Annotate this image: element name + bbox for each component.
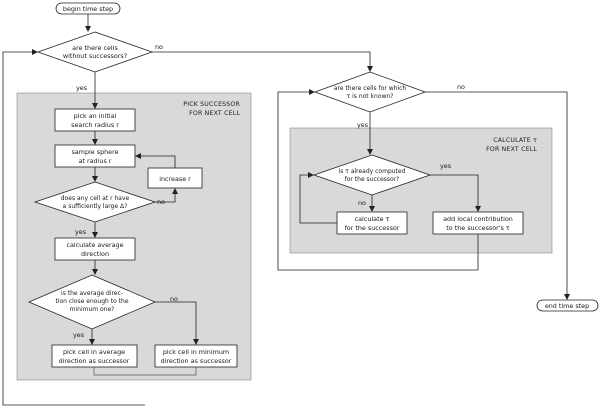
cells-without-successors-line1: are there cells — [72, 44, 118, 52]
average-close-enough-line1: is the average direc- — [61, 290, 123, 297]
add-contribution-line2: to the successor's τ — [446, 224, 510, 232]
increase-r-label: increase r — [159, 175, 191, 183]
pick-average-direction-line2: direction as successor — [59, 357, 130, 365]
calculate-tau-line2: for the successor — [345, 224, 400, 232]
cells-without-successors-line2: without successors? — [63, 52, 127, 60]
edge-label-no-large: no — [157, 198, 165, 206]
connectors — [2, 14, 570, 406]
tau-computed-line2: for the successor? — [345, 176, 400, 183]
sample-sphere-line1: sample sphere — [71, 148, 118, 156]
pick-successor-panel — [16, 92, 252, 381]
edge-label-no-computed: no — [358, 199, 366, 207]
average-close-enough-line2: tion close enough to the — [55, 298, 128, 305]
edge-label-no-close: no — [170, 295, 178, 303]
calculate-average-direction-line2: direction — [81, 250, 109, 258]
edge-label-no-top: no — [155, 43, 163, 51]
edge-label-yes-unknown: yes — [357, 121, 369, 129]
calculate-tau-panel-title-line1: CALCULATE τ — [493, 137, 537, 144]
calculate-tau-line1: calculate τ — [355, 215, 390, 223]
sufficiently-large-line1: does any cell at r have — [61, 195, 130, 202]
pick-initial-radius-line2: search radius r — [71, 121, 119, 129]
end-time-step-terminal — [536, 299, 599, 312]
pick-minimum-direction-line1: pick cell in minimum — [163, 348, 229, 356]
pick-successor-panel-title-line1: PICK SUCCESSOR — [183, 101, 240, 108]
average-close-enough-line3: minimum one? — [70, 306, 115, 313]
edge-label-no-unknown: no — [457, 83, 465, 91]
begin-time-step-label: begin time step — [63, 5, 113, 13]
pick-successor-panel-title-line2: FOR NEXT CELL — [189, 110, 240, 117]
edge-label-yes-computed: yes — [440, 162, 452, 170]
pick-minimum-direction-line2: direction as successor — [161, 357, 232, 365]
add-contribution-line1: add local contribution — [443, 215, 513, 223]
end-time-step-label: end time step — [545, 302, 589, 310]
calculate-tau-panel-title-line2: FOR NEXT CELL — [486, 146, 537, 153]
edge-label-yes-large: yes — [75, 228, 87, 236]
pick-average-direction-line1: pick cell in average — [63, 348, 125, 356]
edge-label-yes-close: yes — [73, 331, 85, 339]
tau-not-known-line1: are there cells for which — [334, 85, 407, 92]
pick-average-direction-box — [51, 344, 138, 368]
sufficiently-large-line2: a sufficiently large Δ? — [63, 203, 128, 210]
sample-sphere-line2: at radius r — [79, 157, 112, 165]
pick-initial-radius-line1: pick an initial — [74, 112, 117, 120]
tau-not-known-line2: τ is not known? — [347, 93, 394, 100]
edge-label-yes-top: yes — [76, 84, 88, 92]
calculate-average-direction-line1: calculate average — [66, 241, 123, 249]
tau-computed-line1: is τ already computed — [339, 168, 406, 175]
tau-not-known-decision — [313, 71, 427, 113]
